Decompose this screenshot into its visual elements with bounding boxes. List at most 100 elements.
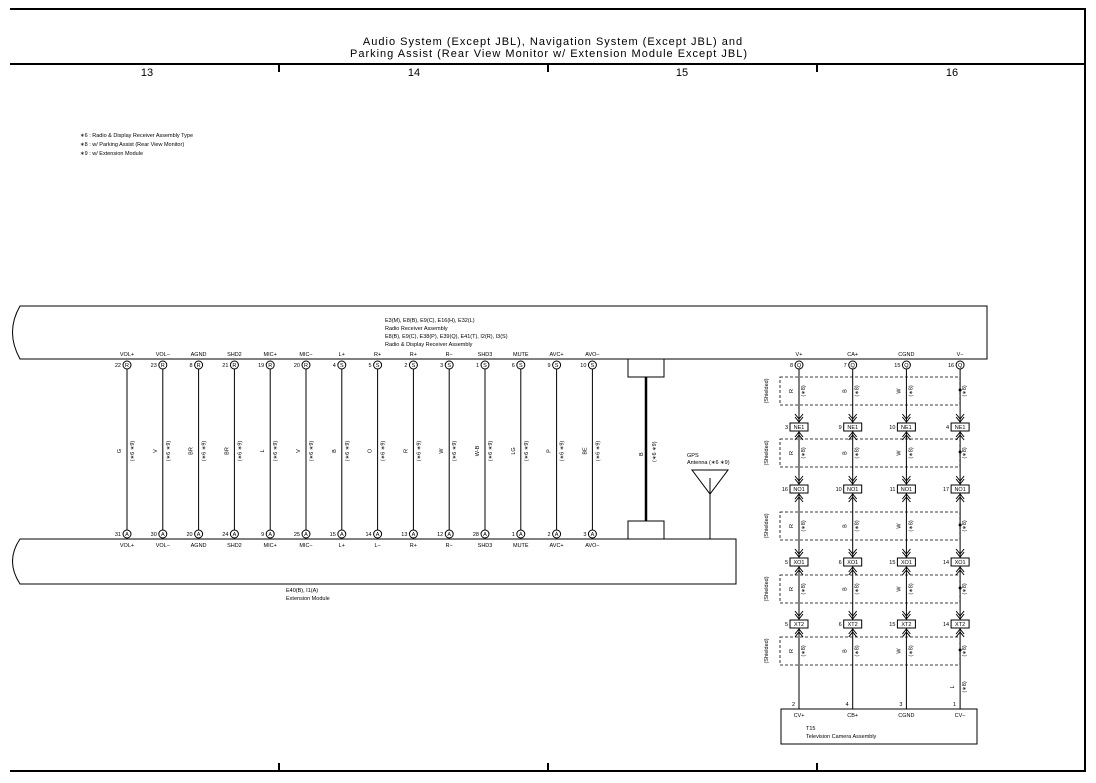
- wire-color-label: R: [789, 451, 795, 455]
- column-number: 15: [676, 67, 688, 79]
- junction-dot: [958, 523, 962, 527]
- chevron-down-icon: [955, 475, 965, 485]
- camera-signal-label: CB+: [847, 713, 858, 719]
- bottom-signal-label: R+: [410, 543, 417, 549]
- pin-number: 7: [844, 363, 847, 369]
- camera-label: Television Camera Assembly: [806, 734, 877, 740]
- chevron-down-icon: [848, 548, 858, 558]
- inline-connector-box: [843, 484, 863, 494]
- inline-pin-number: 3: [785, 425, 788, 431]
- chevron-down-icon: [902, 413, 911, 423]
- connector-code: A: [376, 532, 380, 538]
- inline-connector-box: [950, 484, 970, 494]
- inline-connector-box: [843, 557, 863, 567]
- wire-tag-label: (∗6 ∗9): [416, 441, 422, 462]
- inline-pin-number: 5: [785, 622, 788, 628]
- connector-pin-circle: [373, 529, 383, 539]
- wire-tag-label: (∗6 ∗9): [595, 441, 601, 462]
- connector-code: Q: [958, 363, 963, 369]
- pin-number: 3: [440, 363, 443, 369]
- wire-color-label: W: [896, 523, 902, 529]
- connector-code: A: [125, 532, 129, 538]
- chevron-down-icon: [794, 413, 804, 423]
- camera-wire-group: (Shielded)(Shielded)(Shielded)(Shielded)…: [764, 352, 970, 719]
- inline-pin-number: 10: [836, 487, 842, 493]
- inline-connector-code: XO1: [793, 560, 804, 566]
- gps-wire-tag: (∗6 ∗9): [652, 441, 658, 462]
- chevron-up-icon: [794, 431, 804, 441]
- connector-code: Q: [904, 363, 909, 369]
- shielded-band: (Shielded): [764, 574, 961, 604]
- inline-connector-code: XO1: [901, 560, 912, 566]
- pin-number: 6: [512, 363, 515, 369]
- connector-code: A: [412, 532, 416, 538]
- inline-connector-code: NE1: [955, 425, 966, 431]
- top-signal-label: SHD3: [478, 352, 493, 358]
- extension-module-box: [12, 538, 737, 585]
- camera-wire: V−Q16(∗8)(∗8)(∗8)(∗8)(∗8)NE14NO117XO114X…: [943, 352, 970, 719]
- wire-tag-label: (∗8): [908, 385, 914, 396]
- wire-color-label: BE: [582, 447, 588, 455]
- radio-assembly-label: E8(B), E9(C), E38(P), E39(Q), E41(T), I2…: [385, 334, 508, 340]
- connector-code: S: [376, 363, 380, 369]
- gps-antenna-label: Antenna (∗6 ∗9): [687, 460, 730, 466]
- wire-color-label: R: [403, 449, 409, 453]
- top-signal-label: AVC+: [550, 352, 564, 358]
- inline-connector-box: [789, 484, 809, 494]
- wire-tag-label: (∗8): [855, 447, 861, 458]
- connector-pin-circle: [516, 529, 526, 539]
- gps-connector-top: [627, 358, 665, 378]
- chevron-down-icon: [902, 610, 911, 620]
- wire-tag-label: (∗8): [908, 583, 914, 594]
- inline-pin-number: 15: [889, 622, 895, 628]
- bottom-signal-label: MUTE: [513, 543, 529, 549]
- connector-pin-circle: [194, 529, 204, 539]
- top-signal-label: R+: [374, 352, 381, 358]
- wire-color-label: W: [896, 388, 902, 394]
- chevron-up-icon: [955, 628, 965, 638]
- top-signal-label: AGND: [191, 352, 207, 358]
- radio-assembly-label: Radio & Display Receiver Assembly: [385, 342, 473, 348]
- connector-code: S: [519, 363, 523, 369]
- wire-tag-label: (∗8): [962, 645, 968, 656]
- junction-dot: [958, 648, 962, 652]
- inline-pin-number: 6: [839, 560, 842, 566]
- shielded-label: (Shielded): [764, 638, 770, 663]
- wire-color-label: G: [117, 449, 123, 453]
- inline-pin-number: 11: [890, 487, 896, 493]
- inline-pin-number: 14: [943, 622, 949, 628]
- connector-pin-circle: [552, 529, 562, 539]
- chevron-down-icon: [794, 475, 804, 485]
- top-signal-label: CGND: [898, 352, 914, 358]
- connector-code: A: [268, 532, 272, 538]
- wire-tag-label: (∗8): [855, 385, 861, 396]
- wire-tag-label: (∗8): [962, 583, 968, 594]
- chevron-down-icon: [848, 610, 858, 620]
- pin-number: 24: [222, 532, 228, 538]
- television-camera-box: [780, 708, 978, 745]
- pin-number: 20: [294, 363, 300, 369]
- inline-pin-number: 4: [946, 425, 949, 431]
- inline-connector-code: NE1: [901, 425, 912, 431]
- note-line: ∗6 : Radio & Display Receiver Assembly T…: [80, 133, 193, 139]
- inline-connector-code: XO1: [955, 560, 966, 566]
- connector-code: S: [412, 363, 416, 369]
- inline-connector-box: [896, 422, 916, 432]
- connector-code: R: [232, 363, 236, 369]
- bottom-signal-label: L−: [374, 543, 380, 549]
- gps-antenna-label: GPS: [687, 453, 699, 459]
- wire-tag-label: (∗8): [908, 645, 914, 656]
- connector-pin-circle: [229, 529, 239, 539]
- wire-tag-label: (∗6 ∗9): [452, 441, 458, 462]
- wire-tag-label: (∗8): [801, 583, 807, 594]
- shield-outline: [779, 438, 961, 468]
- wire-tag-label: (∗6 ∗9): [202, 441, 208, 462]
- legend-notes: ∗6 : Radio & Display Receiver Assembly T…: [80, 133, 193, 157]
- pin-number: 31: [115, 532, 121, 538]
- wire-tag-label: (∗8): [801, 520, 807, 531]
- inline-connector-box: [789, 557, 809, 567]
- wire-color-label: V: [296, 449, 302, 453]
